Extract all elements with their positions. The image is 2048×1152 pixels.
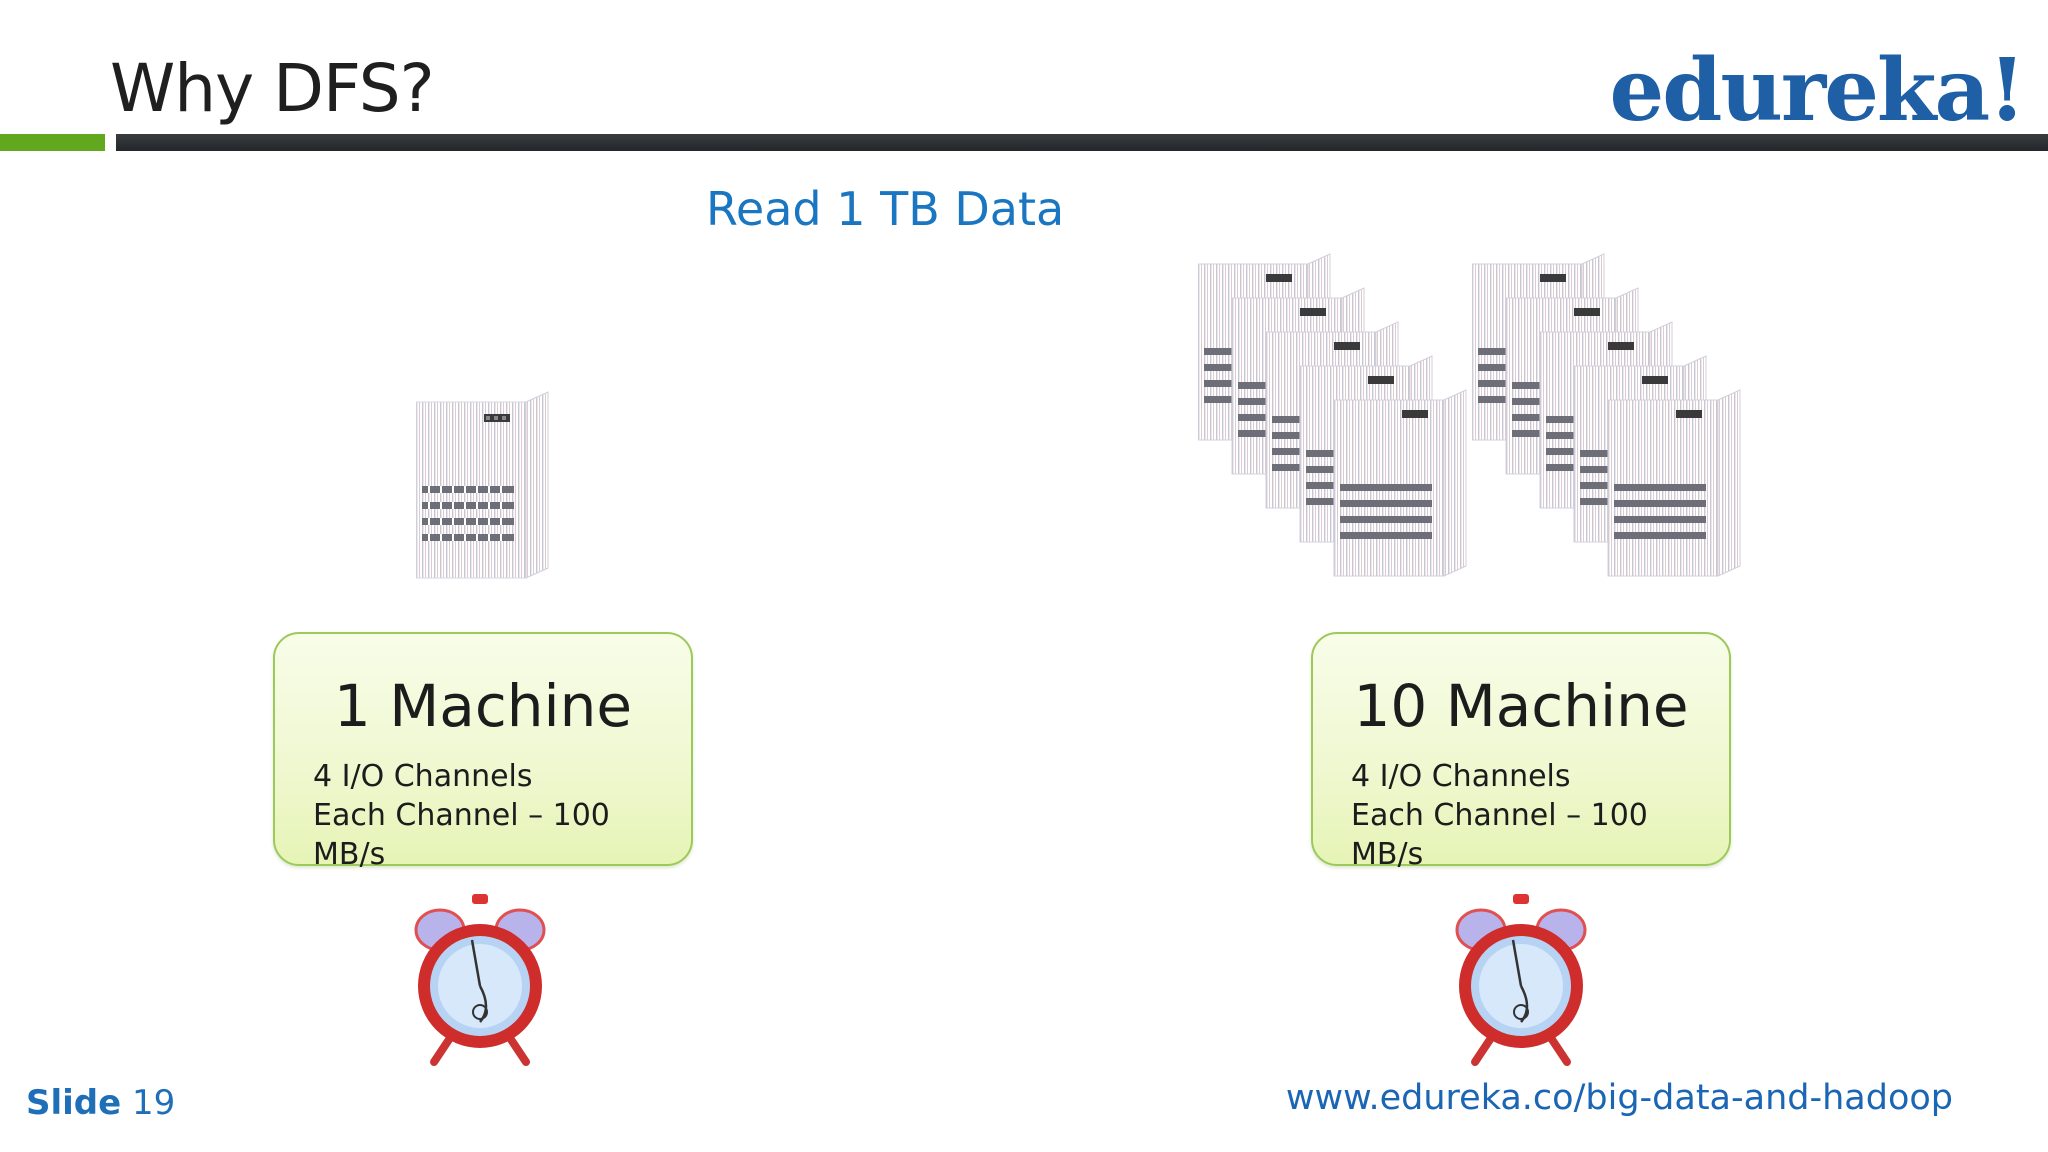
single-machine-box: 1 Machine 4 I/O Channels Each Channel – … [273, 632, 693, 872]
machine-specs: 4 I/O Channels Each Channel – 100 MB/s [313, 757, 691, 874]
server-icon [415, 390, 552, 584]
slide-title: Why DFS? [110, 50, 435, 127]
slide-number-value: 19 [132, 1083, 176, 1123]
machine-title: 10 Machine [1353, 672, 1689, 740]
machine-title: 1 Machine [333, 672, 633, 740]
accent-bar-green [0, 134, 105, 151]
alarm-clock-icon [410, 888, 550, 1068]
channel-speed-text: Each Channel – 100 MB/s [313, 798, 610, 872]
io-channels-text: 4 I/O Channels [313, 759, 533, 794]
machine-specs: 4 I/O Channels Each Channel – 100 MB/s [1351, 757, 1729, 874]
ten-machine-box: 10 Machine 4 I/O Channels Each Channel –… [1311, 632, 1731, 872]
channel-speed-text: Each Channel – 100 MB/s [1351, 798, 1648, 872]
alarm-clock-icon [1451, 888, 1591, 1068]
io-channels-text: 4 I/O Channels [1351, 759, 1571, 794]
footer-url[interactable]: www.edureka.co/big-data-and-hadoop [1285, 1078, 1953, 1118]
header-rule [116, 134, 2048, 151]
server-cluster-icon [1197, 252, 1470, 586]
edureka-logo: edureka! [1609, 40, 2026, 141]
subtitle: Read 1 TB Data [706, 182, 1065, 236]
slide-label: Slide [26, 1083, 122, 1123]
slide-number: Slide 19 [26, 1083, 175, 1123]
server-cluster-icon [1471, 252, 1744, 586]
